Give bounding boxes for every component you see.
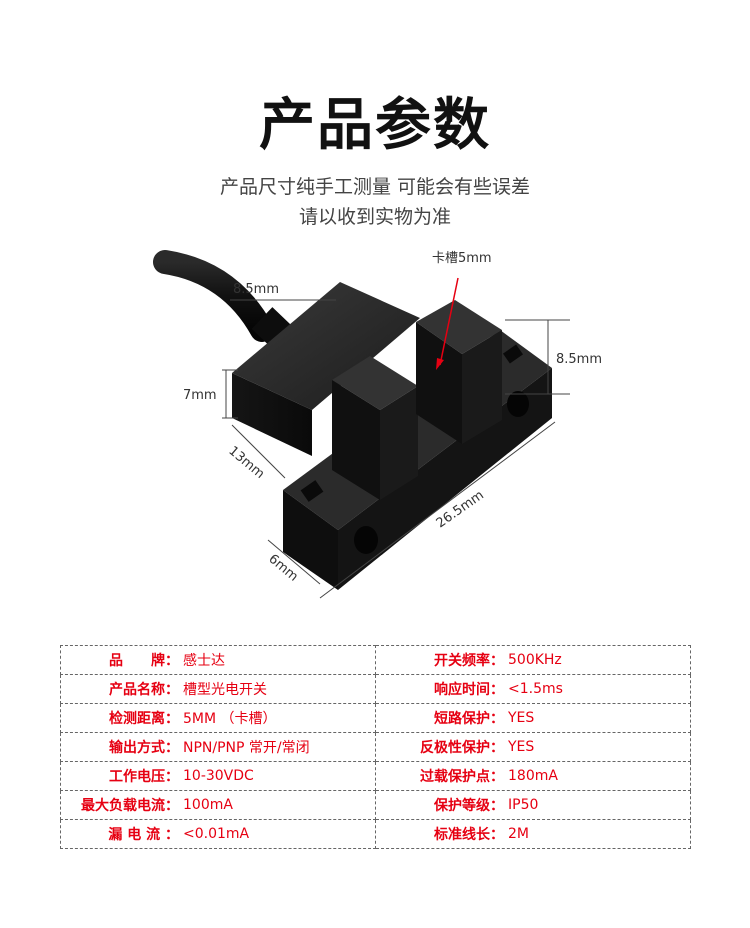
param-key: 最大负载电流：: [81, 798, 179, 814]
param-key: 短路保护：: [434, 711, 504, 727]
table-row: 检测距离：5MM （卡槽） 短路保护：YES: [60, 703, 691, 733]
param-key: 反极性保护：: [420, 740, 504, 756]
params-table: 品 牌：感士达 开关频率：500KHz 产品名称：槽型光电开关 响应时间：<1.…: [60, 645, 691, 849]
left-height-label: 7mm: [183, 388, 217, 403]
param-key: 响应时间：: [434, 682, 504, 698]
param-value: <1.5ms: [508, 681, 563, 697]
param-key: 输出方式：: [109, 740, 179, 756]
table-row: 最大负载电流：100mA 保护等级：IP50: [60, 790, 691, 820]
table-row: 产品名称：槽型光电开关 响应时间：<1.5ms: [60, 674, 691, 704]
param-value: 180mA: [508, 768, 558, 784]
table-row: 输出方式：NPN/PNP 常开/常闭 反极性保护：YES: [60, 732, 691, 762]
param-key: 过载保护点：: [420, 769, 504, 785]
slot-label: 卡槽5mm: [432, 251, 492, 266]
param-key: 保护等级：: [434, 798, 504, 814]
param-value: 感士达: [183, 653, 225, 669]
param-value: IP50: [508, 797, 539, 813]
table-row: 漏 电 流 ：<0.01mA 标准线长：2M: [60, 819, 691, 849]
param-value: <0.01mA: [183, 826, 250, 842]
table-row: 工作电压：10-30VDC 过载保护点：180mA: [60, 761, 691, 791]
param-key: 品 牌：: [109, 653, 179, 669]
cable: [153, 250, 296, 351]
subtitle-line-1: 产品尺寸纯手工测量 可能会有些误差: [219, 176, 531, 198]
param-value: 2M: [508, 826, 529, 842]
right-height-label: 8.5mm: [556, 352, 602, 367]
param-value: 槽型光电开关: [183, 682, 267, 698]
param-key: 工作电压：: [109, 769, 179, 785]
page-title: 产品参数: [259, 93, 491, 158]
param-value: YES: [508, 739, 535, 755]
subtitle-line-2: 请以收到实物为准: [298, 206, 451, 228]
param-value: YES: [508, 710, 535, 726]
table-row: 品 牌：感士达 开关频率：500KHz: [60, 645, 691, 675]
depth-label: 13mm: [225, 444, 267, 482]
param-value: 100mA: [183, 797, 233, 813]
top-width-label: 8.5mm: [233, 282, 279, 297]
product-figure: 卡槽5mm 8.5mm 8.5mm 7mm 13mm 26.5mm 6mm: [153, 250, 602, 599]
param-key: 漏 电 流 ：: [108, 827, 179, 843]
param-value: NPN/PNP 常开/常闭: [183, 740, 310, 756]
param-key: 开关频率：: [434, 653, 504, 669]
param-key: 产品名称：: [109, 682, 179, 698]
dimension-lines: [222, 277, 570, 599]
param-key: 标准线长：: [434, 827, 504, 843]
param-key: 检测距离：: [109, 711, 179, 727]
param-value: 10-30VDC: [183, 768, 254, 784]
param-value: 5MM （卡槽）: [183, 711, 277, 727]
sensor-body: [232, 282, 552, 590]
param-value: 500KHz: [508, 652, 562, 668]
